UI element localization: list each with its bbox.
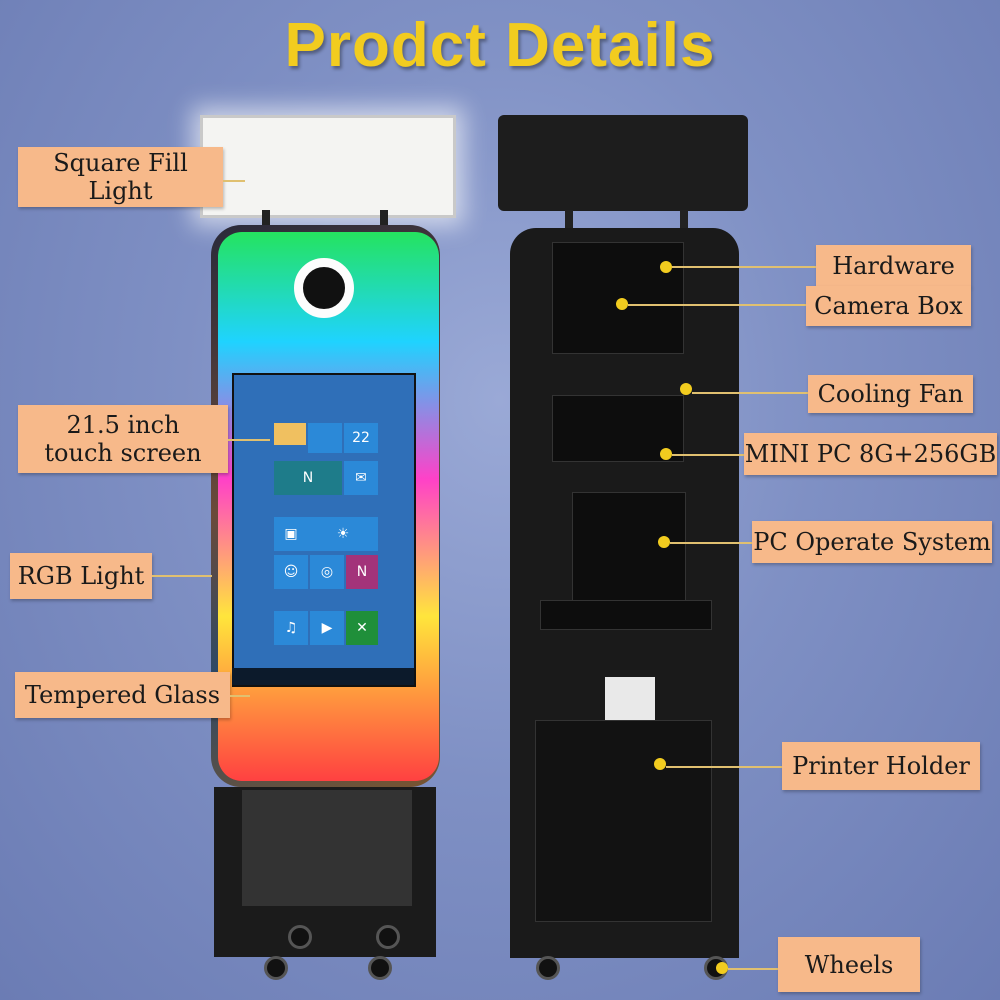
leader-line	[223, 180, 245, 182]
pointer-dot	[660, 448, 672, 460]
label-mini-pc: MINI PC 8G+256GB	[744, 433, 997, 475]
ring-light-camera-icon	[294, 258, 354, 318]
leader-line	[152, 575, 212, 577]
wheel-icon	[368, 956, 392, 980]
touch-screen[interactable]: 22 N ✉ ▣ ☀ ☺ ◎ N ♫ ▶ ✕	[232, 373, 416, 687]
page-title: Prodct Details	[284, 11, 716, 80]
printer-shelf	[535, 720, 712, 922]
label-printer-holder: Printer Holder	[782, 742, 980, 790]
pointer-dot	[654, 758, 666, 770]
leader-line	[692, 392, 808, 394]
leader-line	[228, 439, 270, 441]
pointer-dot	[680, 383, 692, 395]
leader-line	[672, 454, 744, 456]
square-fill-light	[200, 115, 456, 218]
onenote-tile-icon: N	[346, 555, 378, 589]
back-fill-light	[498, 115, 748, 211]
people-tile-icon: ☺	[274, 555, 308, 589]
leader-line	[230, 695, 250, 697]
pc-compartment	[572, 492, 686, 606]
wheel-icon	[536, 956, 560, 980]
label-cooling-fan: Cooling Fan	[808, 375, 973, 413]
leader-line	[728, 968, 778, 970]
light-mount-left	[262, 210, 270, 228]
front-lower-panel	[242, 790, 412, 906]
port-panel	[540, 600, 712, 630]
wheel-icon	[264, 956, 288, 980]
mail-tile-icon: ✉	[344, 461, 378, 495]
leader-line	[672, 266, 816, 268]
label-pc-operate-system: PC Operate System	[752, 521, 992, 563]
light-mount-right	[380, 210, 388, 228]
label-camera-box: Camera Box	[806, 286, 971, 326]
leader-line	[628, 304, 806, 306]
leader-line	[666, 766, 782, 768]
news-tile-icon: N	[274, 461, 342, 495]
calendar-tile: 22	[344, 423, 378, 453]
pointer-dot	[716, 962, 728, 974]
xbox-tile-icon: ✕	[346, 611, 378, 645]
back-light-mount-right	[680, 210, 688, 230]
mini-pc-compartment	[552, 395, 684, 462]
label-square-fill-light: Square Fill Light	[18, 147, 223, 207]
music-tile-icon: ♫	[274, 611, 308, 645]
label-wheels: Wheels	[778, 937, 920, 992]
browser-tile-icon: ◎	[310, 555, 344, 589]
label-touch-screen: 21.5 inch touch screen	[18, 405, 228, 473]
screen-tile	[308, 423, 342, 453]
label-rgb-light: RGB Light	[10, 553, 152, 599]
pointer-dot	[658, 536, 670, 548]
pointer-dot	[616, 298, 628, 310]
pointer-dot	[660, 261, 672, 273]
back-light-mount-left	[565, 210, 573, 230]
video-tile-icon: ▶	[310, 611, 344, 645]
calendar-date: 22	[352, 430, 370, 446]
wheel-icon	[288, 925, 312, 949]
leader-line	[670, 542, 752, 544]
label-hardware: Hardware	[816, 245, 971, 287]
label-tempered-glass: Tempered Glass	[15, 672, 230, 718]
photos-tile-icon: ▣	[274, 517, 308, 551]
weather-tile-icon: ☀	[308, 517, 378, 551]
taskbar[interactable]	[232, 668, 414, 685]
screen-tile	[274, 423, 306, 445]
wheel-icon	[376, 925, 400, 949]
